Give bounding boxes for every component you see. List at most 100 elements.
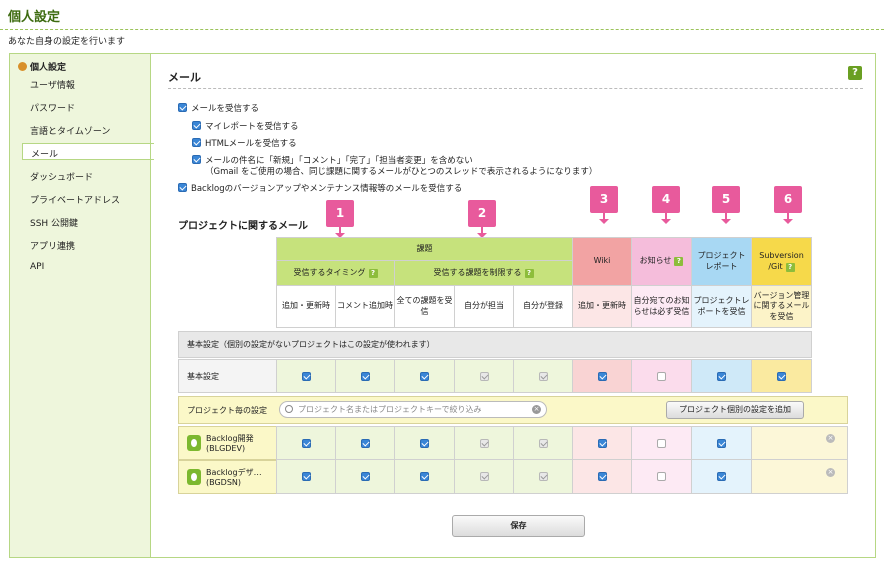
checkbox-icon <box>538 472 548 481</box>
basic-cell <box>455 359 514 393</box>
project-cell <box>336 426 395 460</box>
subheader-registered: 自分が登録 <box>514 286 573 328</box>
sidebar-item-password[interactable]: パスワード <box>30 104 76 114</box>
project-icon <box>187 435 201 451</box>
project-row-label: Backlogデザ…(BGDSN) <box>178 460 276 494</box>
project-mail-title: プロジェクトに関するメール <box>178 221 308 232</box>
checkbox-icon[interactable] <box>192 138 201 147</box>
callout-badge-3: 3 <box>590 186 618 224</box>
callout-badge-6: 6 <box>774 186 802 224</box>
checkbox-icon[interactable] <box>597 438 607 448</box>
option-subject[interactable]: メールの件名に「新規」「コメント」「完了」「担当者変更」を含めない <box>192 154 473 166</box>
project-cell <box>752 460 848 494</box>
header-svn: Subversion/Git? <box>752 237 812 286</box>
basic-cell <box>632 359 692 393</box>
checkbox-icon[interactable] <box>360 371 370 381</box>
project-cell <box>692 426 752 460</box>
option-myreport[interactable]: マイレポートを受信する <box>192 120 299 132</box>
remove-icon[interactable]: × <box>826 468 835 477</box>
option-receive-mail[interactable]: メールを受信する <box>178 102 259 114</box>
checkbox-icon <box>479 438 489 448</box>
checkbox-icon[interactable] <box>717 472 726 481</box>
section-title: メール <box>168 71 201 84</box>
checkbox-icon[interactable] <box>360 438 370 448</box>
header-timing: 受信するタイミング? <box>276 261 395 286</box>
help-icon[interactable]: ? <box>785 262 795 272</box>
checkbox-icon <box>538 371 548 381</box>
basic-cell <box>336 359 395 393</box>
checkbox-icon[interactable] <box>777 371 786 381</box>
main-panel: メール ? <box>150 53 876 558</box>
checkbox-icon[interactable] <box>301 472 311 481</box>
checkbox-icon[interactable] <box>657 472 666 481</box>
page-subtitle: あなた自身の設定を行います <box>8 37 126 47</box>
sidebar-item-dashboard[interactable]: ダッシュボード <box>30 173 94 183</box>
option-html-mail[interactable]: HTMLメールを受信する <box>192 137 297 149</box>
basic-cell <box>692 359 752 393</box>
callout-badge-4: 4 <box>652 186 680 224</box>
checkbox-icon[interactable] <box>192 121 201 130</box>
sidebar-item-private-address[interactable]: プライベートアドレス <box>30 196 121 206</box>
checkbox-icon[interactable] <box>192 155 201 164</box>
basic-cell <box>752 359 812 393</box>
page-header: 個人設定 <box>0 0 884 30</box>
sidebar-item-api[interactable]: API <box>30 262 45 272</box>
subheader-wiki: 追加・更新時 <box>573 286 632 328</box>
checkbox-icon[interactable] <box>420 371 429 381</box>
checkbox-icon[interactable] <box>597 472 607 481</box>
basic-cell <box>395 359 455 393</box>
sidebar-item-apps[interactable]: アプリ連携 <box>30 242 76 252</box>
subheader-svn: バージョン管理に関するメールを受信 <box>752 286 812 328</box>
help-icon[interactable]: ? <box>368 268 378 278</box>
checkbox-icon[interactable] <box>657 438 666 448</box>
basic-row-label: 基本設定 <box>178 359 276 393</box>
sidebar-item-ssh[interactable]: SSH 公開鍵 <box>30 219 79 229</box>
subheader-all-issues: 全ての課題を受信 <box>395 286 455 328</box>
checkbox-icon[interactable] <box>301 371 311 381</box>
checkbox-icon <box>479 472 489 481</box>
basic-cell <box>573 359 632 393</box>
add-project-setting-button[interactable]: プロジェクト個別の設定を追加 <box>666 401 804 419</box>
subheader-assigned: 自分が担当 <box>455 286 514 328</box>
page-title: 個人設定 <box>8 10 61 25</box>
callout-badge-1: 1 <box>326 200 354 238</box>
checkbox-icon[interactable] <box>717 371 726 381</box>
sidebar-heading: 個人設定 <box>18 60 66 73</box>
header-notice: お知らせ? <box>632 237 692 286</box>
callout-badge-5: 5 <box>712 186 740 224</box>
option-backlog-news[interactable]: Backlogのバージョンアップやメンテナンス情報等のメールを受信する <box>178 182 462 194</box>
checkbox-icon[interactable] <box>301 438 311 448</box>
sidebar-item-language[interactable]: 言語とタイムゾーン <box>30 127 111 137</box>
sidebar-item-user-info[interactable]: ユーザ情報 <box>30 81 75 91</box>
save-button[interactable]: 保存 <box>452 515 585 537</box>
project-cell <box>632 426 692 460</box>
search-icon <box>285 405 293 413</box>
checkbox-icon[interactable] <box>657 371 666 381</box>
project-cell <box>336 460 395 494</box>
project-cell <box>514 460 573 494</box>
project-cell <box>455 426 514 460</box>
project-cell <box>692 460 752 494</box>
project-cell <box>752 426 848 460</box>
checkbox-icon[interactable] <box>420 472 429 481</box>
project-cell <box>455 460 514 494</box>
sidebar-item-mail[interactable]: メール <box>22 143 154 160</box>
checkbox-icon[interactable] <box>420 438 429 448</box>
clear-icon[interactable]: × <box>532 405 541 414</box>
project-search-input[interactable]: プロジェクト名またはプロジェクトキーで絞り込み× <box>279 401 547 418</box>
header-limit: 受信する課題を制限する? <box>395 261 573 286</box>
help-icon[interactable]: ? <box>674 257 684 266</box>
help-icon[interactable]: ? <box>848 66 862 80</box>
checkbox-icon[interactable] <box>597 371 607 381</box>
subheader-add-update: 追加・更新時 <box>276 286 336 328</box>
checkbox-icon[interactable] <box>178 183 187 192</box>
project-cell <box>276 460 336 494</box>
divider <box>168 88 863 89</box>
checkbox-icon[interactable] <box>360 472 370 481</box>
remove-icon[interactable]: × <box>826 434 835 443</box>
help-icon[interactable]: ? <box>524 268 534 278</box>
checkbox-icon <box>479 371 489 381</box>
checkbox-icon[interactable] <box>178 103 187 112</box>
checkbox-icon <box>538 438 548 448</box>
checkbox-icon[interactable] <box>717 438 726 448</box>
